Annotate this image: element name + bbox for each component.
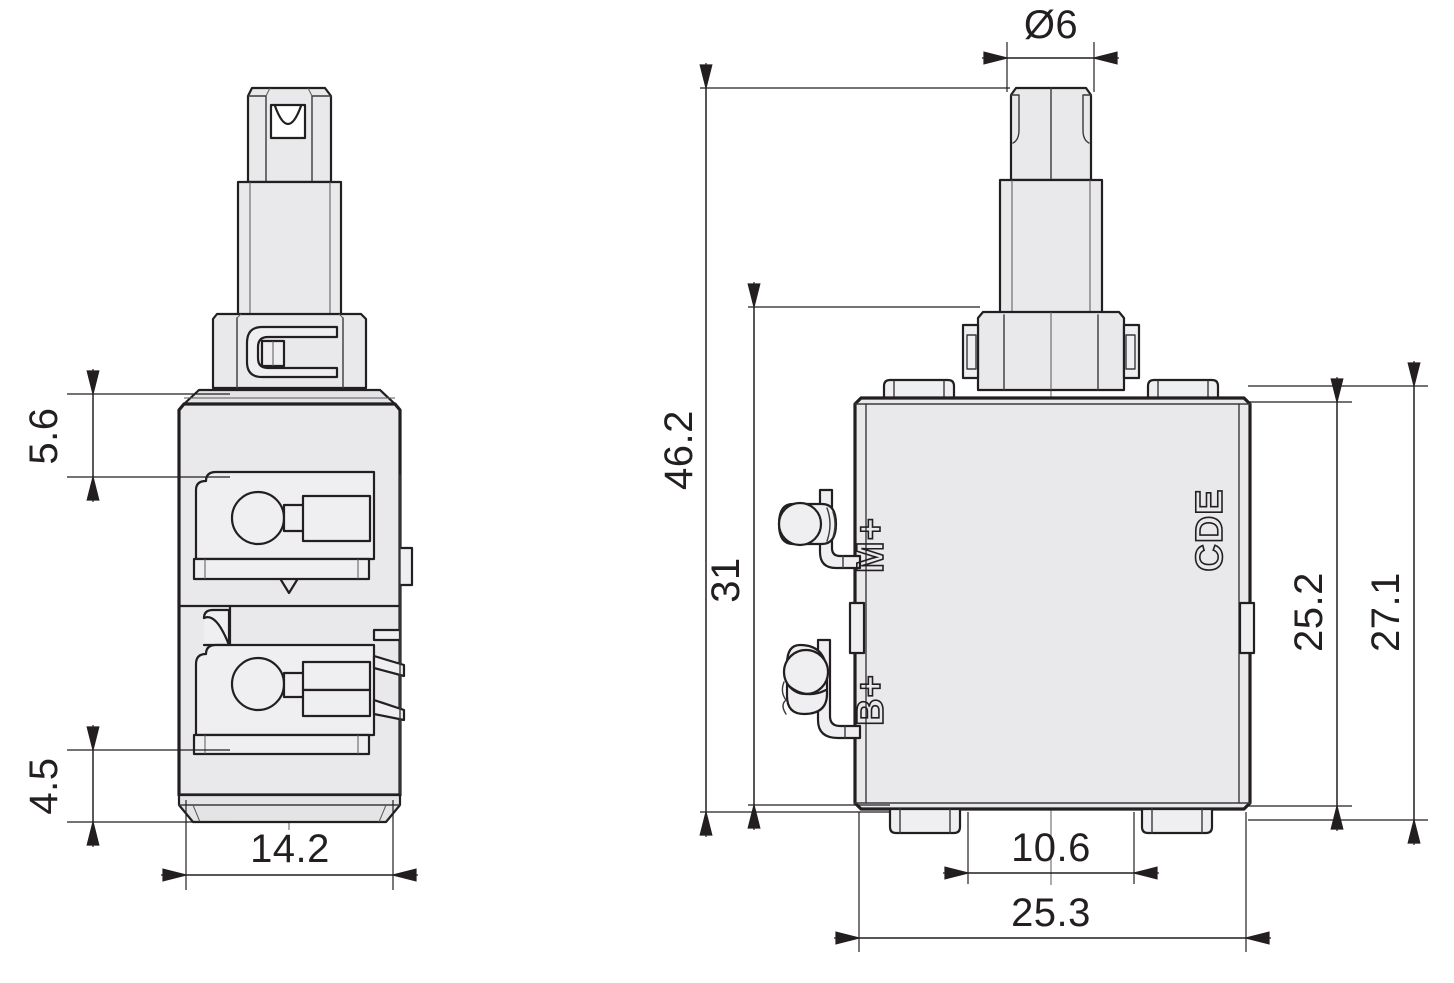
terminal-b-plus	[781, 638, 862, 740]
dimension-diameter-6: Ø6	[982, 3, 1119, 92]
left-body-shoulder	[182, 388, 397, 406]
label-m-plus: M+	[850, 517, 892, 573]
right-side-latches	[848, 601, 1256, 655]
right-view-group: M+ B+ CDE Ø6 46.2 31	[657, 3, 1428, 952]
dimension-25-3: 25.3	[834, 812, 1271, 952]
dim-31-label: 31	[704, 557, 748, 603]
dim-27-1-label: 27.1	[1364, 572, 1408, 652]
dim-4-5-label: 4.5	[22, 757, 66, 814]
dim-46-2-label: 46.2	[657, 410, 701, 490]
dim-d6-label: Ø6	[1024, 3, 1078, 47]
left-top-cap	[246, 86, 333, 184]
dimension-46-2: 46.2	[657, 63, 1010, 837]
right-top-cap	[1009, 86, 1093, 182]
dimension-14-2: 14.2	[161, 800, 418, 890]
terminal-m-plus	[777, 488, 862, 570]
left-view-group: 5.6 4.5 14.2	[22, 86, 418, 890]
left-shaft	[236, 180, 343, 318]
right-main-body	[853, 396, 1252, 811]
dim-10-6-label: 10.6	[1011, 826, 1091, 870]
label-b-plus: B+	[850, 674, 892, 726]
dim-5-6-label: 5.6	[22, 407, 66, 464]
dimension-31: 31	[704, 282, 980, 830]
right-lower-tabs	[888, 807, 1214, 835]
dimension-25-2: 25.2	[1248, 377, 1352, 831]
dimension-27-1: 27.1	[1248, 361, 1428, 845]
left-main-body	[177, 402, 414, 797]
dimension-5-6: 5.6	[22, 369, 230, 502]
dim-14-2-label: 14.2	[250, 827, 330, 871]
right-collar	[961, 310, 1141, 392]
cap-notch-icon	[273, 104, 303, 126]
dim-25-2-label: 25.2	[1287, 572, 1331, 652]
dimension-4-5: 4.5	[22, 725, 230, 847]
right-shaft	[998, 178, 1104, 315]
label-cde: CDE	[1189, 488, 1231, 571]
left-bottom-foot	[177, 793, 402, 824]
dimension-10-6: 10.6	[943, 812, 1159, 884]
left-collar-clip	[211, 312, 368, 390]
dim-25-3-label: 25.3	[1011, 891, 1091, 935]
